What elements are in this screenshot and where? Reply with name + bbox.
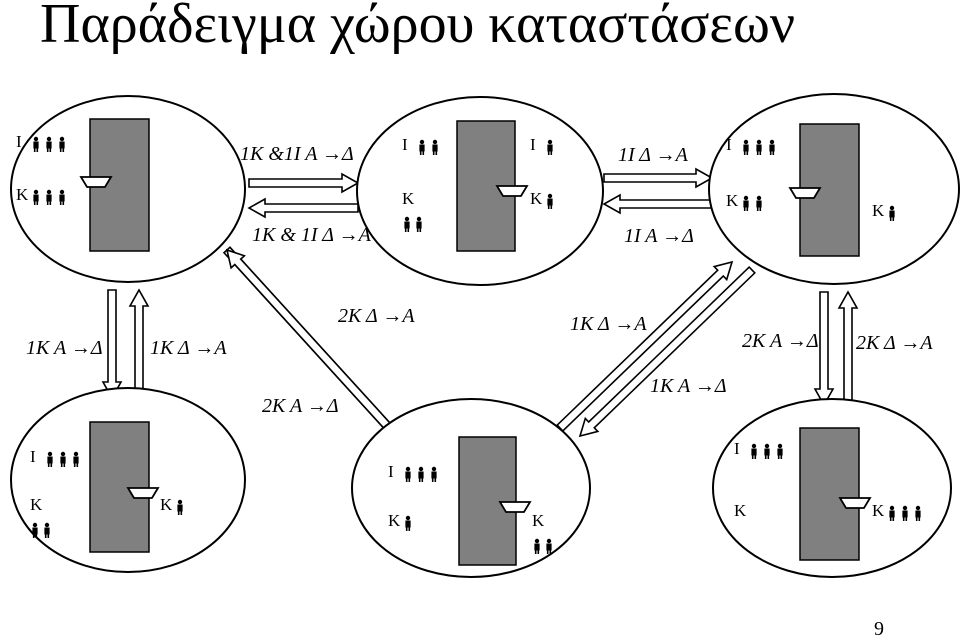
side-label: Κ — [16, 185, 29, 204]
state-node: Ι Κ Κ — [10, 387, 246, 573]
person-icon — [889, 505, 895, 521]
boat-icon — [126, 487, 160, 499]
side-label: Κ — [532, 511, 545, 530]
transition-label: 1Κ Δ →Α — [570, 313, 647, 335]
person-icon — [404, 216, 410, 232]
person-icon — [46, 189, 52, 205]
person-icon — [59, 189, 65, 205]
person-icon — [769, 139, 775, 155]
person-icon — [32, 522, 38, 538]
person-icon — [46, 136, 52, 152]
transition-arrow — [602, 193, 713, 215]
side-label: Ι — [30, 447, 36, 466]
person-icon — [33, 189, 39, 205]
person-icon — [418, 466, 424, 482]
side-label: Κ — [160, 495, 173, 514]
person-icon — [44, 522, 50, 538]
transition-label: 1Κ Α →Δ — [26, 337, 103, 359]
person-icon — [743, 195, 749, 211]
side-label: Κ — [388, 511, 401, 530]
transition-arrow — [578, 265, 756, 438]
transition-arrow — [813, 291, 835, 407]
river-rect — [89, 421, 150, 553]
person-icon — [431, 466, 437, 482]
side-label: Κ — [872, 501, 885, 520]
transition-label: 2Κ Δ →Α — [856, 332, 933, 354]
boat-icon — [788, 187, 822, 199]
transition-label: 2Κ Α →Δ — [262, 395, 339, 417]
state-node: Ι Κ Κ — [712, 398, 952, 578]
side-label: Ι — [16, 132, 22, 151]
transition-label: 1Ι Α →Δ — [624, 225, 694, 247]
person-icon — [405, 466, 411, 482]
side-label: Κ — [872, 201, 885, 220]
side-label: Κ — [30, 495, 43, 514]
transition-label: 1Κ Α →Δ — [650, 375, 727, 397]
person-icon — [547, 139, 553, 155]
person-icon — [743, 139, 749, 155]
transition-label: 2Κ Δ →Α — [338, 305, 415, 327]
boat-icon — [495, 185, 529, 197]
river-rect — [458, 436, 517, 566]
person-icon — [756, 195, 762, 211]
person-icon — [432, 139, 438, 155]
side-label: Ι — [402, 135, 408, 154]
person-icon — [915, 505, 921, 521]
transition-arrow — [225, 248, 405, 444]
person-icon — [777, 443, 783, 459]
person-icon — [419, 139, 425, 155]
transition-arrow — [101, 289, 123, 400]
side-label: Ι — [726, 135, 732, 154]
transition-arrow — [128, 288, 150, 399]
person-icon — [764, 443, 770, 459]
river-rect — [799, 427, 860, 561]
person-icon — [416, 216, 422, 232]
person-icon — [547, 193, 553, 209]
transition-label: 1Κ Δ →Α — [150, 337, 227, 359]
side-label: Ι — [388, 462, 394, 481]
state-node: Ι Κ Κ — [708, 93, 960, 285]
boat-icon — [498, 501, 532, 513]
transition-label: 2Κ Α →Δ — [742, 330, 819, 352]
side-label: Κ — [734, 501, 747, 520]
slide-title: Παράδειγμα χώρου καταστάσεων — [40, 0, 796, 55]
state-node: Ι Κ Ι Κ — [356, 96, 604, 286]
transition-label: 1Ι Δ →Α — [618, 144, 689, 166]
state-node: ΙΚ — [10, 95, 246, 283]
transition-arrow — [556, 260, 734, 433]
side-label: Κ — [530, 189, 543, 208]
person-icon — [534, 538, 540, 554]
transition-arrow — [837, 290, 859, 406]
side-label: Ι — [530, 135, 536, 154]
person-icon — [902, 505, 908, 521]
person-icon — [751, 443, 757, 459]
transition-arrow — [603, 167, 714, 189]
boat-icon — [838, 497, 872, 509]
person-icon — [177, 499, 183, 515]
state-node: Ι Κ Κ — [351, 398, 591, 578]
side-label: Κ — [402, 189, 415, 208]
transition-arrow — [247, 197, 359, 219]
side-label: Ι — [734, 439, 740, 458]
person-icon — [889, 205, 895, 221]
boat-icon — [79, 176, 113, 188]
person-icon — [60, 451, 66, 467]
person-icon — [47, 451, 53, 467]
person-icon — [546, 538, 552, 554]
transition-label: 1Κ & 1Ι Δ →Α — [252, 224, 372, 246]
page-number: 9 — [874, 618, 884, 640]
person-icon — [33, 136, 39, 152]
transition-arrow — [248, 172, 360, 194]
person-icon — [59, 136, 65, 152]
person-icon — [756, 139, 762, 155]
side-label: Κ — [726, 191, 739, 210]
person-icon — [73, 451, 79, 467]
transition-label: 1Κ &1Ι Α →Δ — [240, 143, 354, 165]
person-icon — [405, 515, 411, 531]
